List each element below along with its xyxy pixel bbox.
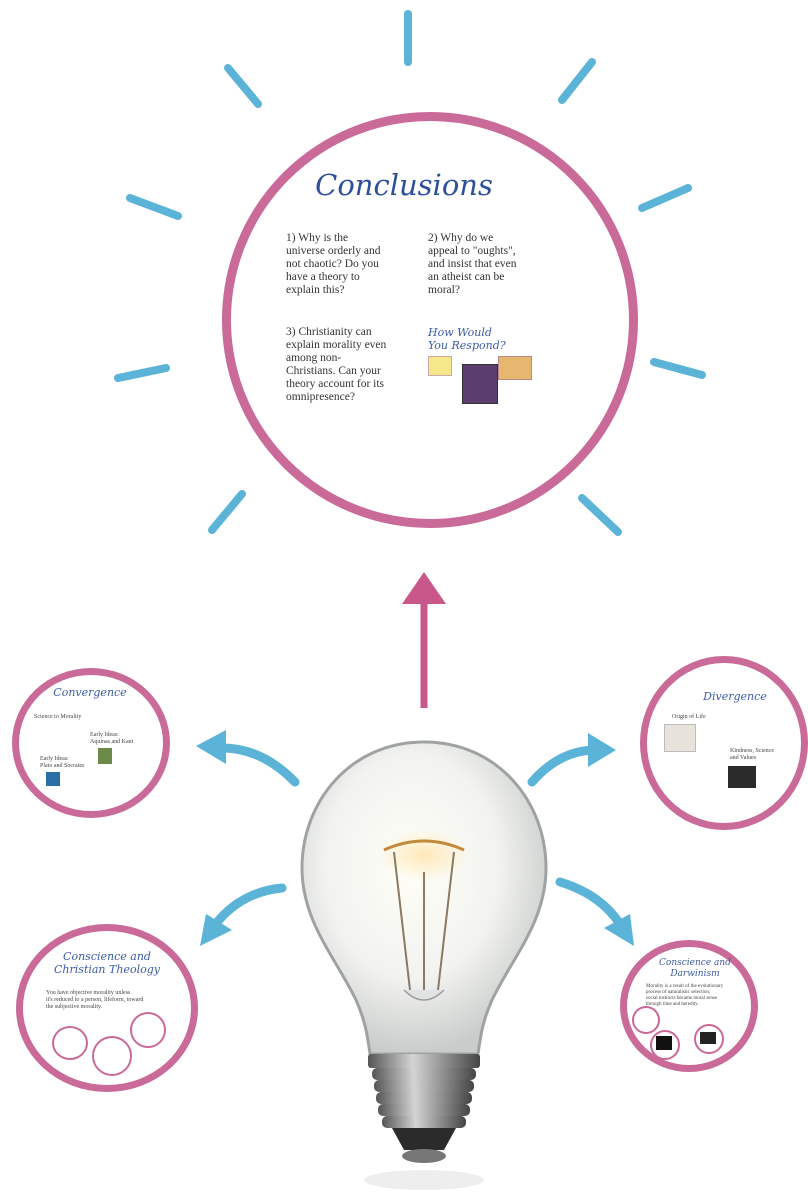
question-1: 1) Why is the universe orderly and not c… — [286, 232, 381, 296]
arrow-to-conscience-darwinism — [555, 877, 625, 929]
ray — [638, 184, 692, 212]
convergence-circle[interactable] — [12, 668, 170, 818]
darwinism-bubble-1[interactable] — [632, 1006, 660, 1034]
divergence-image-1[interactable] — [664, 724, 696, 752]
darwinism-image-1[interactable] — [656, 1036, 672, 1050]
response-image-3[interactable] — [498, 356, 532, 380]
respond-heading: How Would You Respond? — [428, 326, 506, 352]
convergence-item-2: Early Ideas: Plato and Socrates — [40, 756, 85, 769]
conscience-darwinism-circle[interactable] — [620, 940, 758, 1072]
ray — [650, 358, 706, 379]
response-image-1[interactable] — [428, 356, 452, 376]
ray — [126, 194, 182, 220]
response-image-2[interactable] — [462, 364, 498, 404]
convergence-item-1: Science to Morality — [34, 714, 82, 720]
up-arrow — [402, 572, 446, 708]
divergence-item-2: Kindness, Science and Values — [730, 748, 774, 761]
divergence-title: Divergence — [703, 690, 767, 703]
sun-rays — [114, 10, 706, 536]
conscience-darwinism-text: Morality is a result of the evolutionary… — [646, 984, 724, 1007]
theology-bubble-3[interactable] — [130, 1012, 166, 1048]
light-bulb — [300, 740, 548, 1190]
arrow-to-conscience-theology — [209, 883, 287, 931]
conscience-theology-text: You have objective morality unless it's … — [46, 990, 144, 1010]
ray — [114, 364, 170, 382]
page-title: Conclusions — [315, 168, 493, 202]
question-3: 3) Christianity can explain morality eve… — [286, 326, 387, 403]
arrow-to-divergence — [527, 745, 601, 787]
convergence-title: Convergence — [53, 686, 127, 699]
ray — [558, 58, 596, 104]
divergence-image-2[interactable] — [728, 766, 756, 788]
ray — [224, 64, 262, 108]
convergence-image-2[interactable] — [98, 748, 112, 764]
conscience-darwinism-title: Conscience and Darwinism — [659, 958, 731, 979]
divergence-item-1: Origin of Life — [672, 714, 706, 720]
arrow-to-convergence — [217, 743, 300, 787]
conscience-theology-title: Conscience and Christian Theology — [54, 950, 160, 976]
ray — [208, 490, 246, 534]
convergence-image-1[interactable] — [46, 772, 60, 786]
theology-bubble-1[interactable] — [52, 1026, 88, 1060]
question-2: 2) Why do we appeal to "oughts", and ins… — [428, 232, 517, 296]
convergence-item-3: Early Ideas: Aquinas and Kant — [90, 732, 134, 745]
arrow-heads — [196, 730, 634, 946]
conclusions-circle[interactable] — [222, 112, 638, 528]
ray — [578, 494, 622, 536]
theology-bubble-2[interactable] — [92, 1036, 132, 1076]
darwinism-image-2[interactable] — [700, 1032, 716, 1044]
